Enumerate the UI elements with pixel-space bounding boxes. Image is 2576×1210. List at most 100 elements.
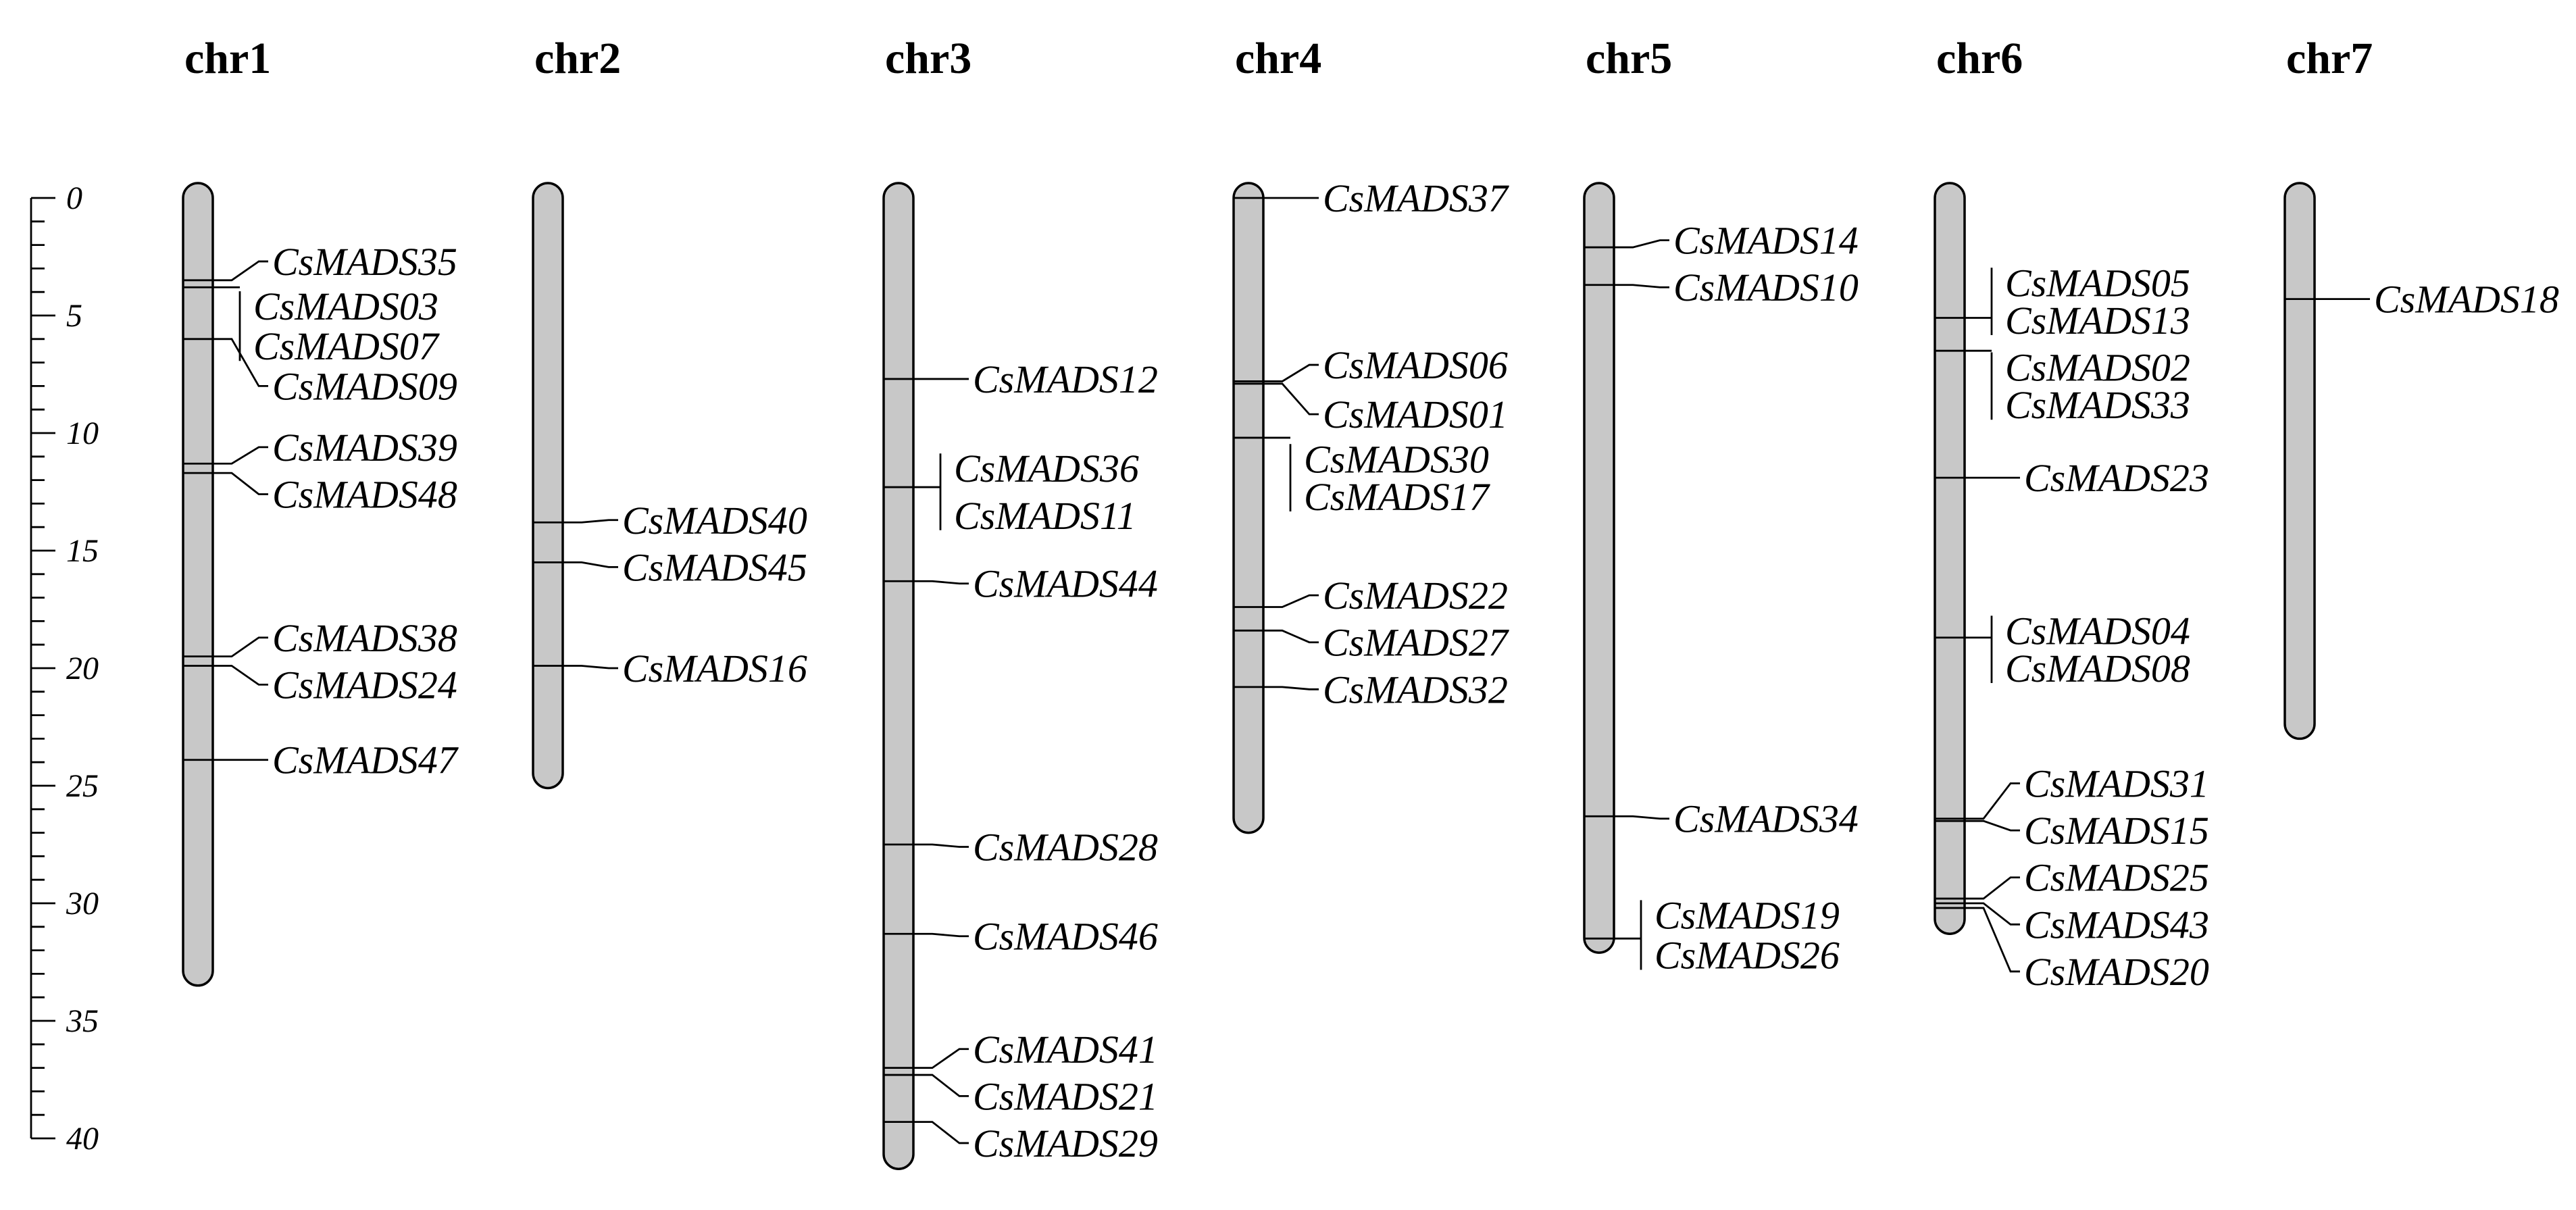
gene-connector bbox=[1965, 907, 2020, 973]
chromosome-bar bbox=[1934, 182, 1966, 935]
gene-label: CsMADS40 bbox=[622, 499, 807, 543]
gene-label: CsMADS20 bbox=[2024, 950, 2209, 994]
gene-label: CsMADS25 bbox=[2024, 856, 2209, 900]
gene-label: CsMADS06 bbox=[1323, 343, 1508, 387]
chromosome-chr1: chr1CsMADS35CsMADS03CsMADS07CsMADS09CsMA… bbox=[182, 34, 459, 987]
chromosome-title: chr4 bbox=[1235, 34, 1321, 83]
gene-label: CsMADS37 bbox=[1323, 176, 1509, 220]
scale-tick-label: 25 bbox=[66, 768, 99, 804]
gene-connector bbox=[563, 561, 618, 568]
gene-connector bbox=[913, 1048, 969, 1069]
gene-connector bbox=[1263, 382, 1319, 415]
chromosome-bar bbox=[2283, 182, 2316, 740]
chromosome-bar bbox=[1583, 182, 1615, 954]
chromosome-bar bbox=[1232, 182, 1265, 834]
gene-connector bbox=[1614, 239, 1669, 249]
gene-label: CsMADS46 bbox=[973, 915, 1158, 959]
chromosome-chr3: chr3CsMADS12CsMADS36CsMADS11CsMADS44CsMA… bbox=[882, 34, 1158, 1170]
gene-label: CsMADS31 bbox=[2024, 762, 2209, 806]
gene-connector bbox=[1614, 284, 1669, 288]
gene-connector bbox=[913, 843, 969, 848]
scale-tick-label: 10 bbox=[66, 415, 99, 451]
chromosome-title: chr6 bbox=[1936, 34, 2023, 83]
gene-connector bbox=[913, 1074, 969, 1097]
gene-connector bbox=[213, 636, 268, 657]
gene-label: CsMADS18 bbox=[2374, 278, 2559, 322]
gene-label: CsMADS07 bbox=[253, 324, 440, 368]
gene-label: CsMADS26 bbox=[1655, 934, 1840, 978]
gene-label: CsMADS17 bbox=[1304, 475, 1490, 519]
gene-connector bbox=[913, 580, 969, 585]
gene-label: CsMADS39 bbox=[272, 426, 457, 470]
gene-label: CsMADS45 bbox=[622, 545, 807, 589]
chromosome-group: chr1CsMADS35CsMADS03CsMADS07CsMADS09CsMA… bbox=[182, 34, 2559, 1170]
chromosome-title: chr2 bbox=[534, 34, 621, 83]
gene-connector bbox=[1263, 629, 1319, 644]
gene-connector bbox=[213, 472, 268, 495]
scale-tick-label: 15 bbox=[66, 533, 99, 569]
gene-label: CsMADS22 bbox=[1323, 574, 1508, 617]
gene-label: CsMADS08 bbox=[2005, 647, 2190, 690]
gene-label: CsMADS11 bbox=[954, 494, 1136, 538]
chromosome-bar bbox=[182, 182, 214, 987]
gene-connector bbox=[1263, 363, 1319, 382]
gene-label: CsMADS12 bbox=[973, 357, 1158, 401]
gene-label: CsMADS27 bbox=[1323, 621, 1509, 665]
chromosome-title: chr3 bbox=[885, 34, 971, 83]
gene-label: CsMADS14 bbox=[1673, 219, 1859, 263]
gene-label: CsMADS23 bbox=[2024, 456, 2209, 500]
gene-connector bbox=[1263, 686, 1319, 690]
gene-label: CsMADS30 bbox=[1304, 437, 1489, 481]
gene-connector bbox=[913, 1121, 969, 1144]
scale-tick-label: 30 bbox=[66, 886, 99, 922]
chromosome-chr4: chr4CsMADS37CsMADS06CsMADS01CsMADS30CsMA… bbox=[1232, 34, 1509, 834]
gene-connector bbox=[1263, 594, 1319, 608]
gene-label: CsMADS24 bbox=[272, 663, 457, 707]
gene-connector bbox=[563, 519, 618, 524]
gene-label: CsMADS16 bbox=[622, 647, 807, 690]
gene-label: CsMADS48 bbox=[272, 472, 457, 516]
gene-label: CsMADS35 bbox=[272, 240, 457, 284]
gene-label: CsMADS28 bbox=[973, 825, 1158, 869]
gene-connector bbox=[1614, 815, 1669, 820]
gene-label: CsMADS47 bbox=[272, 738, 459, 782]
chromosome-title: chr7 bbox=[2286, 34, 2373, 83]
gene-label: CsMADS13 bbox=[2005, 299, 2190, 343]
gene-connector bbox=[1965, 820, 2020, 832]
gene-label: CsMADS03 bbox=[253, 284, 438, 328]
gene-connector bbox=[913, 932, 969, 938]
gene-label: CsMADS02 bbox=[2005, 346, 2190, 390]
gene-label: CsMADS04 bbox=[2005, 609, 2190, 653]
chromosome-chr6: chr6CsMADS05CsMADS13CsMADS02CsMADS33CsMA… bbox=[1934, 34, 2209, 994]
gene-label: CsMADS29 bbox=[973, 1121, 1158, 1165]
gene-connector bbox=[563, 665, 618, 670]
gene-connector bbox=[213, 260, 268, 282]
scale-tick-label: 20 bbox=[66, 651, 99, 686]
gene-label: CsMADS36 bbox=[954, 447, 1139, 490]
gene-label: CsMADS21 bbox=[973, 1074, 1158, 1118]
gene-label: CsMADS41 bbox=[973, 1028, 1158, 1072]
gene-connector bbox=[1965, 876, 2020, 900]
scale-tick-label: 40 bbox=[66, 1121, 99, 1157]
gene-label: CsMADS44 bbox=[973, 562, 1158, 606]
gene-label: CsMADS10 bbox=[1673, 266, 1859, 309]
gene-label: CsMADS19 bbox=[1655, 893, 1840, 937]
gene-label: CsMADS32 bbox=[1323, 667, 1508, 711]
gene-connector bbox=[1965, 902, 2020, 926]
scale-tick-label: 0 bbox=[66, 180, 82, 216]
gene-label: CsMADS34 bbox=[1673, 797, 1859, 841]
gene-label: CsMADS09 bbox=[272, 364, 457, 408]
gene-label: CsMADS05 bbox=[2005, 261, 2190, 305]
gene-connector bbox=[1965, 782, 2020, 820]
chromosome-title: chr1 bbox=[184, 34, 271, 83]
chromosome-bar bbox=[532, 182, 564, 790]
chromosome-chr5: chr5CsMADS14CsMADS10CsMADS34CsMADS19CsMA… bbox=[1583, 34, 1859, 978]
gene-connector bbox=[213, 665, 268, 686]
gene-connector bbox=[213, 446, 268, 465]
scale-tick-label: 5 bbox=[66, 298, 82, 334]
gene-connector bbox=[213, 338, 268, 387]
